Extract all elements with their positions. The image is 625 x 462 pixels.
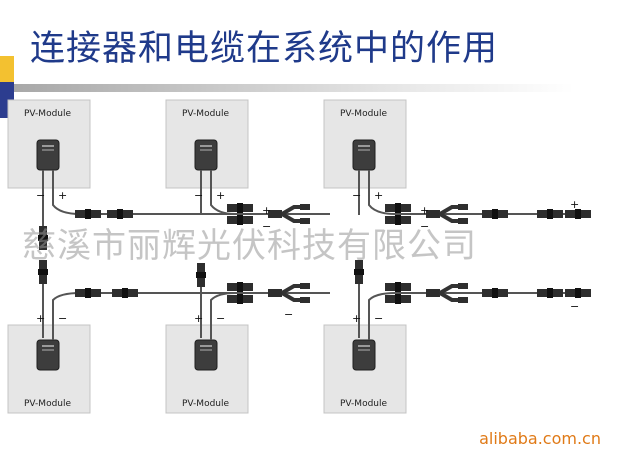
minus-sign: −: [352, 189, 361, 202]
pv-module-bottom-3: PV-Module: [323, 324, 407, 414]
minus-sign: −: [216, 312, 225, 325]
title-underline: [14, 84, 574, 92]
plus-sign: +: [216, 189, 225, 202]
plus-sign: +: [194, 312, 203, 325]
connector-icon: [112, 288, 138, 298]
plus-sign: +: [36, 312, 45, 325]
minus-sign: −: [58, 312, 67, 325]
polarity-markers: − + − + − + + − + − + + − + − + − − −: [36, 189, 579, 325]
connector-icon: [482, 288, 508, 298]
pv-module-top-3: PV-Module: [323, 99, 407, 189]
plus-sign: +: [58, 189, 67, 202]
plus-sign: +: [420, 204, 429, 217]
minus-sign: −: [374, 312, 383, 325]
connector-icon: [482, 209, 508, 219]
junction-box-icon: [352, 339, 376, 371]
connector-icon: [227, 294, 253, 304]
junction-box-icon: [194, 339, 218, 371]
plus-sign: +: [374, 189, 383, 202]
junction-box-icon: [36, 139, 60, 171]
module-label: PV-Module: [24, 109, 71, 119]
accent-yellow-block: [0, 56, 14, 82]
minus-sign: −: [420, 220, 429, 233]
connector-icon: [537, 288, 563, 298]
pv-module-top-1: PV-Module: [7, 99, 91, 189]
junction-box-icon: [352, 139, 376, 171]
connector-icon: [227, 282, 253, 292]
pv-module-bottom-1: PV-Module: [7, 324, 91, 414]
module-label: PV-Module: [24, 399, 71, 409]
connector-icon: [565, 288, 591, 298]
module-label: PV-Module: [340, 399, 387, 409]
minus-sign: −: [284, 308, 293, 321]
junction-box-icon: [194, 139, 218, 171]
junction-box-icon: [36, 339, 60, 371]
plus-sign: +: [262, 204, 271, 217]
connector-icon: [385, 294, 411, 304]
minus-sign: −: [194, 189, 203, 202]
connector-icon: [537, 209, 563, 219]
minus-sign: −: [262, 220, 271, 233]
module-label: PV-Module: [340, 109, 387, 119]
page-title: 连接器和电缆在系统中的作用: [30, 29, 499, 69]
pv-module-bottom-2: PV-Module: [165, 324, 249, 414]
minus-sign: −: [570, 300, 579, 313]
connector-icon: [227, 203, 253, 213]
site-watermark: alibaba.com.cn: [479, 429, 601, 448]
module-label: PV-Module: [182, 399, 229, 409]
connector-icon: [75, 288, 101, 298]
plus-sign: +: [570, 198, 579, 211]
minus-sign: −: [36, 189, 45, 202]
bottom-cables: [42, 262, 580, 340]
pv-module-top-2: PV-Module: [165, 99, 249, 189]
company-watermark: 慈溪市丽辉光伏科技有限公司: [22, 226, 477, 266]
connector-icon: [385, 203, 411, 213]
plus-sign: +: [352, 312, 361, 325]
module-label: PV-Module: [182, 109, 229, 119]
connector-icon: [385, 282, 411, 292]
